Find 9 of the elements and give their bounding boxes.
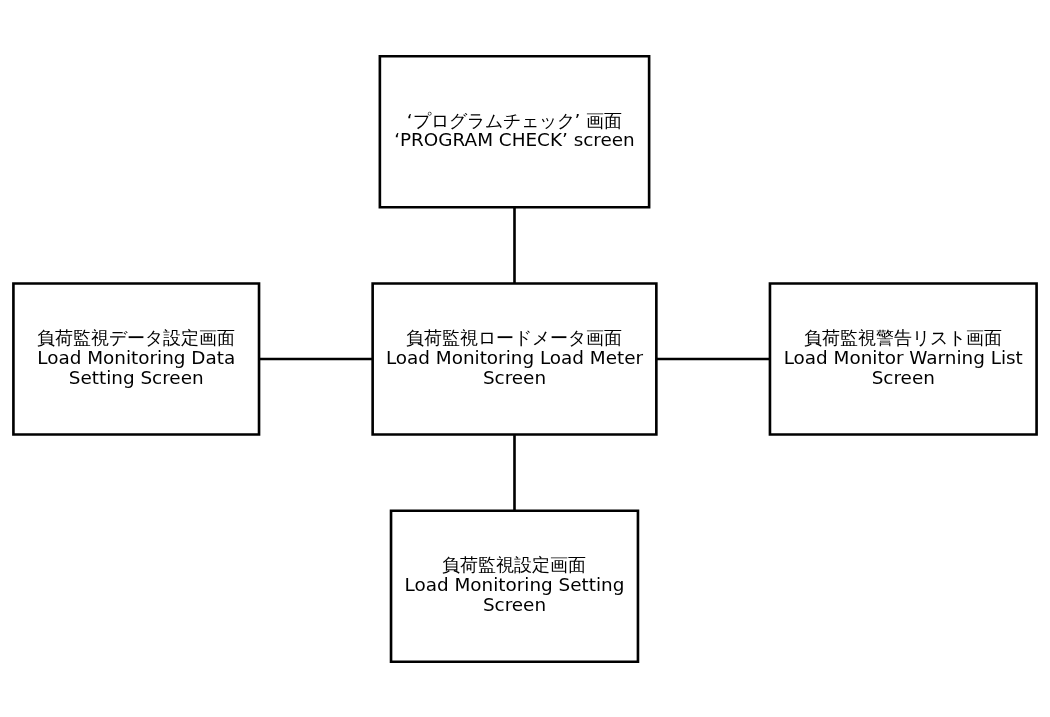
node-box: 負荷監視設定画面 Load Monitoring Setting Screen <box>389 508 640 663</box>
node-box: 負荷監視警告リスト画面 Load Monitor Warning List Screen <box>768 281 1038 436</box>
connector <box>656 357 770 360</box>
node-box: ‘プログラムチェック’ 画面 ‘PROGRAM CHECK’ screen <box>378 54 651 209</box>
connector <box>259 357 373 360</box>
node-box: 負荷監視ロードメータ画面 Load Monitoring Load Meter Screen <box>371 281 658 436</box>
node-box: 負荷監視データ設定画面 Load Monitoring Data Setting Screen <box>12 281 261 436</box>
connector <box>513 434 516 510</box>
connector <box>513 207 516 283</box>
